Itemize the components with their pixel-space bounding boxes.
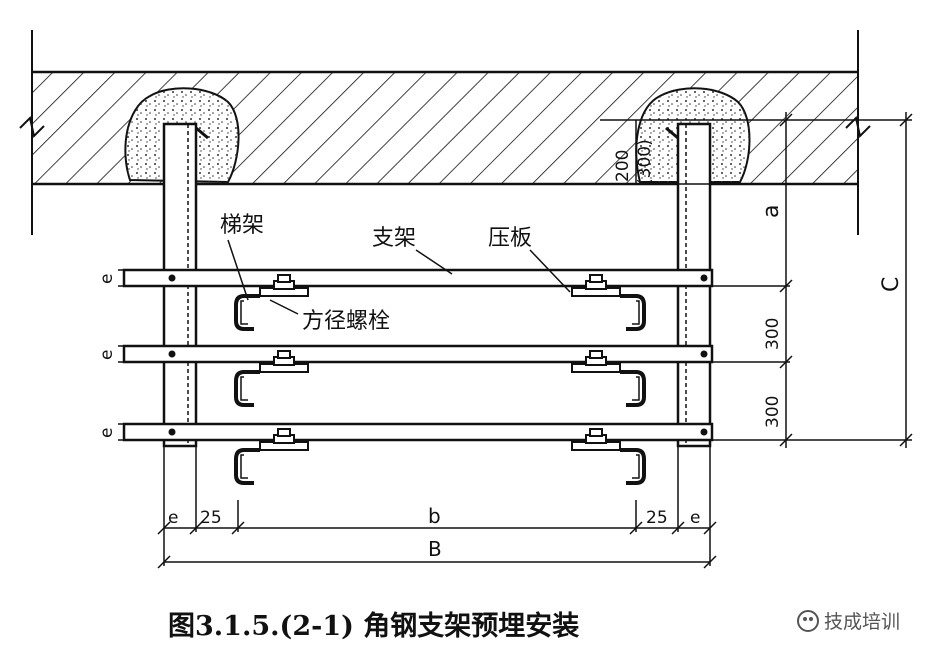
watermark-text: 技成培训 [824,611,900,633]
dim-c: C [879,277,904,292]
bracket-bar-tier-1 [122,268,714,288]
dim-a: a [759,205,784,218]
bottom-dimension-lines [157,446,717,569]
dim-edge-right: 25 [646,508,668,528]
dim-e-tier-3: e [97,428,117,438]
label-press-plate: 压板 [488,226,532,251]
right-dimension-lines [600,112,913,448]
dim-e-bottom-left: e [168,508,178,528]
dim-e-tier-1: e [97,274,117,284]
leader-lines [227,239,571,315]
label-bracket: 支架 [372,226,416,251]
watermark: 技成培训 [797,610,900,633]
label-ladder-frame: 梯架 [220,213,264,238]
bracket-bar-tier-3 [122,422,714,442]
left-thickness-marks [118,269,124,441]
figure-caption: 图3.1.5.(2-1) 角钢支架预埋安装 [168,610,579,642]
dim-e-tier-2: e [97,350,117,360]
dim-spacing-2: 300 [763,396,783,428]
bracket-bar-tier-2 [122,344,714,364]
dim-b: b [428,504,441,528]
dim-e-bottom-right: e [690,508,700,528]
dim-embed-depth: 200 [613,150,633,182]
dim-B: B [428,537,442,561]
dim-edge-left: 25 [200,508,222,528]
label-square-bolt: 方径螺栓 [302,309,390,334]
dim-embed-depth-alt: (300) [635,139,655,185]
dim-spacing-1: 300 [763,318,783,350]
